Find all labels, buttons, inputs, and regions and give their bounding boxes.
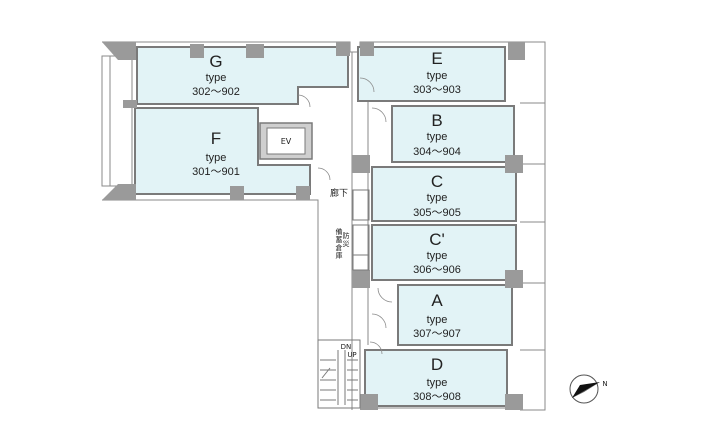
unit-C2-type: type [427, 250, 448, 262]
unit-C2-letter: C' [429, 230, 445, 249]
unit-C-letter: C [431, 172, 443, 191]
outer-lines [101, 41, 546, 411]
unit-D-type: type [427, 377, 448, 389]
north-label: N [602, 380, 607, 388]
unit-G-type: type [206, 72, 227, 84]
unit-G-letter: G [209, 52, 222, 71]
room-E [357, 46, 506, 102]
room-A [397, 284, 513, 346]
unit-F-type: type [206, 152, 227, 164]
unit-B-letter: B [431, 111, 442, 130]
unit-E-type: type [427, 70, 448, 82]
stairs-down-label: DN [341, 343, 352, 351]
unit-A-type: type [427, 314, 448, 326]
room-D [364, 349, 508, 407]
room-C [371, 166, 517, 222]
corridor-label: 廊下 [330, 187, 348, 199]
storage-char-4: 庫 [336, 251, 343, 260]
unit-A-letter: A [431, 291, 443, 310]
misc-labels: EV 廊下 備 蓄 倉 庫 防 災 DN UP [281, 137, 357, 359]
unit-C2-range: 306～906 [413, 264, 461, 276]
room-B [391, 105, 515, 163]
unit-E-range: 303～903 [413, 84, 461, 96]
unit-C-range: 305～905 [413, 207, 461, 219]
north-compass-icon: N [569, 374, 608, 404]
unit-C-type: type [427, 192, 448, 204]
stairs-up-label: UP [347, 351, 356, 359]
room-G [136, 46, 349, 105]
storage-char-2: 蓄 [336, 235, 343, 244]
elevator [259, 122, 313, 160]
stairs [317, 339, 361, 409]
rooms [134, 46, 517, 407]
storage-char-3: 倉 [336, 243, 343, 252]
elevator-label: EV [281, 137, 292, 146]
unit-E-letter: E [431, 49, 442, 68]
unit-A-range: 307～907 [413, 328, 461, 340]
unit-B-range: 304～904 [413, 146, 461, 158]
storage [352, 189, 370, 271]
unit-G-range: 302～902 [192, 86, 240, 98]
room-C2 [371, 224, 517, 281]
unit-F-letter: F [211, 129, 221, 148]
unit-D-range: 308～908 [413, 391, 461, 403]
unit-F-range: 301～901 [192, 166, 240, 178]
storage-char-1: 備 [336, 227, 343, 236]
unit-labels: G type 302～902 F type 301～901 E type 303… [192, 49, 461, 403]
door-swings [297, 77, 393, 355]
unit-D-letter: D [431, 355, 443, 374]
unit-B-type: type [427, 131, 448, 143]
storage-char-5: 防 [343, 231, 350, 240]
storage-char-6: 災 [343, 240, 350, 248]
columns [102, 42, 525, 410]
